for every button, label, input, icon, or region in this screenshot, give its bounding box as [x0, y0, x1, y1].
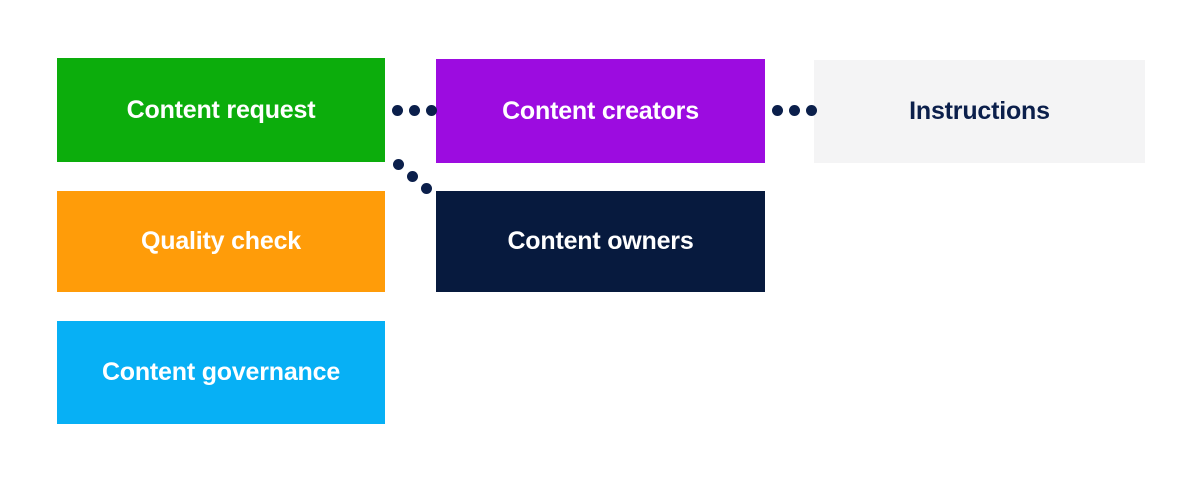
connector-dot-icon	[789, 105, 800, 116]
node-instructions[interactable]: Instructions	[814, 60, 1145, 163]
connector-dot-icon	[806, 105, 817, 116]
node-label-instructions: Instructions	[909, 97, 1050, 126]
node-label-quality-check: Quality check	[141, 227, 301, 256]
connector-dot-icon	[393, 159, 404, 170]
connector-dot-icon	[421, 183, 432, 194]
node-label-content-request: Content request	[126, 95, 316, 124]
node-content-governance[interactable]: Content governance	[57, 321, 385, 424]
connector-dot-icon	[409, 105, 420, 116]
connector-dot-icon	[407, 171, 418, 182]
node-label-content-owners: Content owners	[507, 227, 694, 256]
connector-dot-icon	[426, 105, 437, 116]
node-content-creators[interactable]: Content creators	[436, 59, 765, 163]
node-content-owners[interactable]: Content owners	[436, 191, 765, 292]
connector-dot-icon	[772, 105, 783, 116]
connector-dot-icon	[392, 105, 403, 116]
node-quality-check[interactable]: Quality check	[57, 191, 385, 292]
node-label-content-governance: Content governance	[101, 358, 341, 387]
node-label-content-creators: Content creators	[502, 96, 699, 125]
node-content-request[interactable]: Content request	[57, 58, 385, 162]
